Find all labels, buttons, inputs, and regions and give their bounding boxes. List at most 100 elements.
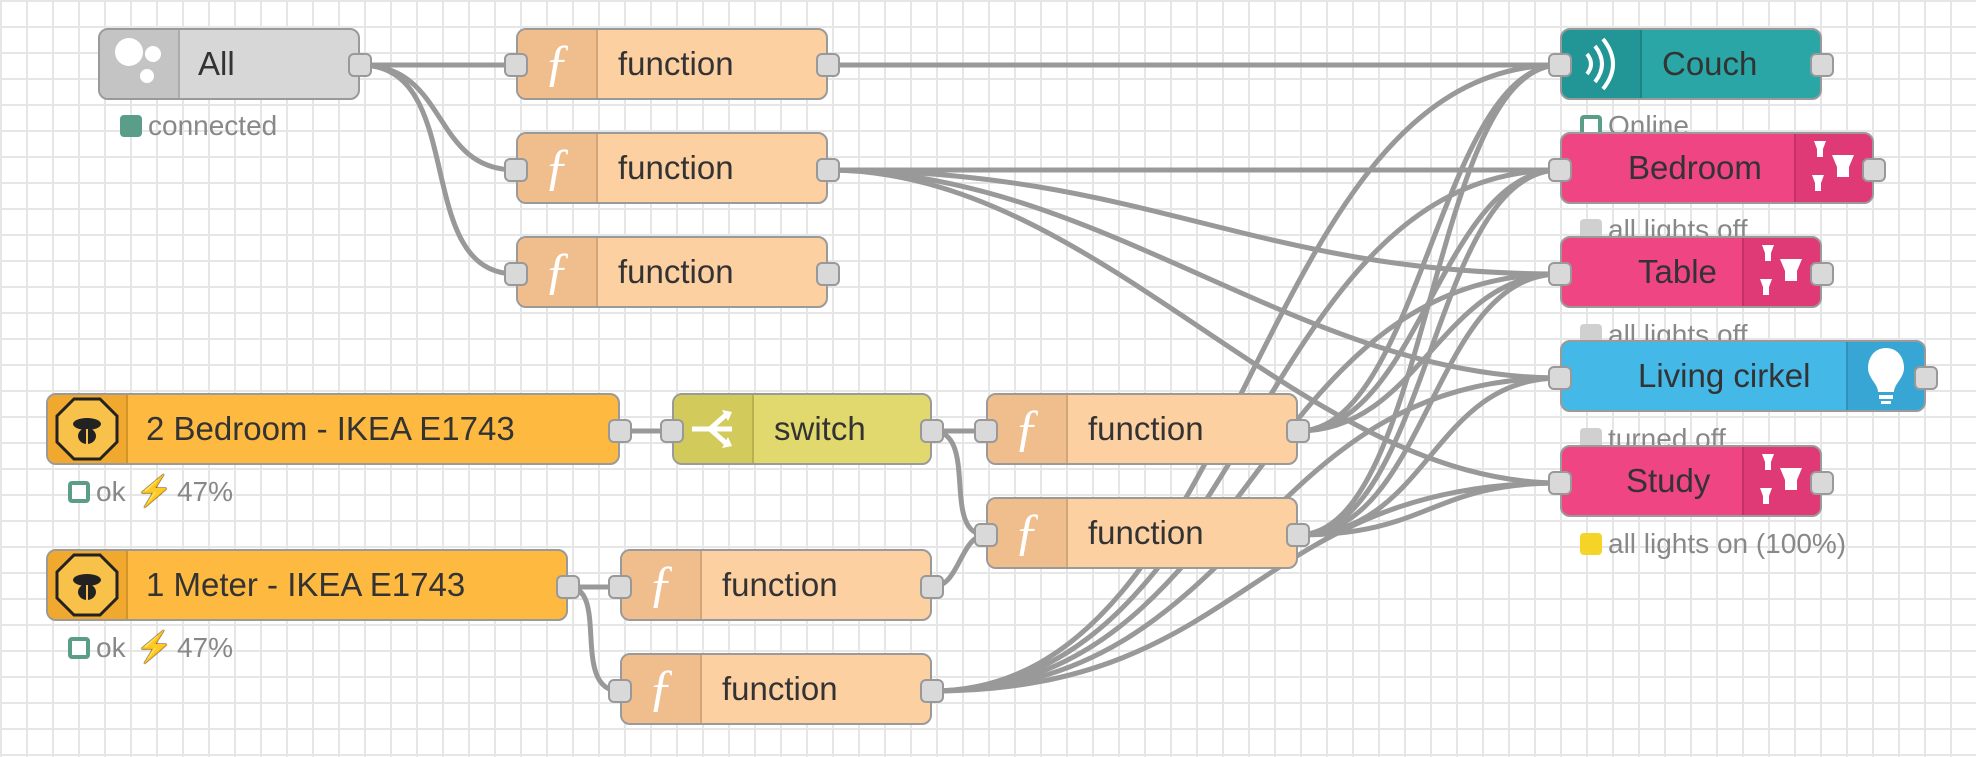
input-port[interactable] [974, 419, 998, 443]
node-label: Living cirkel [1638, 357, 1811, 394]
node-bedroom-remote[interactable]: 2 Bedroom - IKEA E1743 [46, 393, 620, 465]
node-function[interactable]: ƒ function [986, 497, 1298, 569]
function-icon: ƒ [622, 655, 702, 723]
bulb-icon [1846, 342, 1924, 410]
output-port[interactable] [556, 575, 580, 599]
output-port[interactable] [1810, 53, 1834, 77]
wire [1297, 271, 1561, 538]
node-all[interactable]: All [98, 28, 360, 100]
node-meter-remote[interactable]: 1 Meter - IKEA E1743 [46, 549, 568, 621]
wire [1297, 167, 1561, 538]
node-label: switch [774, 410, 866, 447]
status-dot [1580, 533, 1602, 555]
input-port[interactable] [1548, 158, 1572, 182]
node-label: function [618, 45, 734, 82]
status-ok: ok ⚡ 47% [68, 474, 233, 509]
broadcast-icon [1562, 30, 1642, 98]
status-dot [1580, 219, 1602, 241]
node-study[interactable]: Study [1560, 445, 1822, 517]
ikea-remote-icon [48, 551, 128, 619]
output-port[interactable] [1286, 419, 1310, 443]
output-port[interactable] [816, 262, 840, 286]
status-ok: ok ⚡ 47% [68, 630, 233, 665]
input-port[interactable] [660, 419, 684, 443]
input-port[interactable] [974, 523, 998, 547]
node-function[interactable]: ƒ function [620, 549, 932, 621]
switch-icon [674, 395, 754, 463]
status-all-lights-on: all lights on (100%) [1580, 528, 1846, 560]
node-label: Couch [1662, 45, 1758, 82]
node-table[interactable]: Table [1560, 236, 1822, 308]
output-port[interactable] [1286, 523, 1310, 547]
node-label: Table [1638, 253, 1717, 290]
wire [1297, 62, 1561, 538]
node-function[interactable]: ƒ function [986, 393, 1298, 465]
node-switch[interactable]: switch [672, 393, 932, 465]
node-label: function [722, 670, 838, 707]
output-port[interactable] [920, 679, 944, 703]
output-port[interactable] [920, 419, 944, 443]
input-port[interactable] [608, 575, 632, 599]
wire [931, 62, 1561, 694]
node-label: Study [1626, 462, 1711, 499]
input-port[interactable] [1548, 262, 1572, 286]
function-icon: ƒ [988, 395, 1068, 463]
node-label: 1 Meter - IKEA E1743 [146, 566, 466, 603]
node-couch[interactable]: Couch [1560, 28, 1822, 100]
output-port[interactable] [816, 53, 840, 77]
node-living-cirkel[interactable]: Living cirkel [1560, 340, 1926, 412]
node-label: Bedroom [1628, 149, 1762, 186]
lightning-icon: ⚡ [135, 475, 173, 508]
function-icon: ƒ [988, 499, 1068, 567]
node-label: function [1088, 410, 1204, 447]
function-icon: ƒ [518, 238, 598, 306]
status-ring [68, 636, 90, 659]
output-port[interactable] [816, 158, 840, 182]
node-label: function [618, 149, 734, 186]
wire [931, 428, 987, 538]
output-port[interactable] [1862, 158, 1886, 182]
output-port[interactable] [348, 53, 372, 77]
input-port[interactable] [608, 679, 632, 703]
function-icon: ƒ [518, 134, 598, 202]
ikea-remote-icon [48, 395, 128, 463]
status-dot [1580, 428, 1602, 450]
node-label: All [198, 45, 235, 82]
wire [567, 584, 621, 694]
input-port[interactable] [504, 53, 528, 77]
lightning-icon: ⚡ [135, 631, 173, 664]
output-port[interactable] [1810, 471, 1834, 495]
input-port[interactable] [504, 262, 528, 286]
function-icon: ƒ [622, 551, 702, 619]
wire [359, 62, 517, 277]
node-function[interactable]: ƒ function [516, 132, 828, 204]
output-port[interactable] [1810, 262, 1834, 286]
input-port[interactable] [1548, 53, 1572, 77]
input-port[interactable] [1548, 366, 1572, 390]
hue-bulbs-icon [1742, 447, 1820, 515]
node-label: 2 Bedroom - IKEA E1743 [146, 410, 515, 447]
output-port[interactable] [608, 419, 632, 443]
function-icon: ƒ [518, 30, 598, 98]
node-function[interactable]: ƒ function [516, 28, 828, 100]
status-dot [120, 115, 142, 137]
bubbles-icon [100, 30, 180, 98]
output-port[interactable] [920, 575, 944, 599]
status-ring [68, 480, 90, 503]
node-label: function [1088, 514, 1204, 551]
node-bedroom[interactable]: Bedroom [1560, 132, 1874, 204]
hue-bulbs-icon [1794, 134, 1872, 202]
node-function[interactable]: ƒ function [620, 653, 932, 725]
node-label: function [618, 253, 734, 290]
wire [827, 167, 1561, 486]
status-connected: connected [120, 110, 277, 142]
wire [931, 271, 1561, 694]
node-function[interactable]: ƒ function [516, 236, 828, 308]
hue-bulbs-icon [1742, 238, 1820, 306]
output-port[interactable] [1914, 366, 1938, 390]
node-label: function [722, 566, 838, 603]
input-port[interactable] [504, 158, 528, 182]
wire [931, 480, 1561, 694]
input-port[interactable] [1548, 471, 1572, 495]
